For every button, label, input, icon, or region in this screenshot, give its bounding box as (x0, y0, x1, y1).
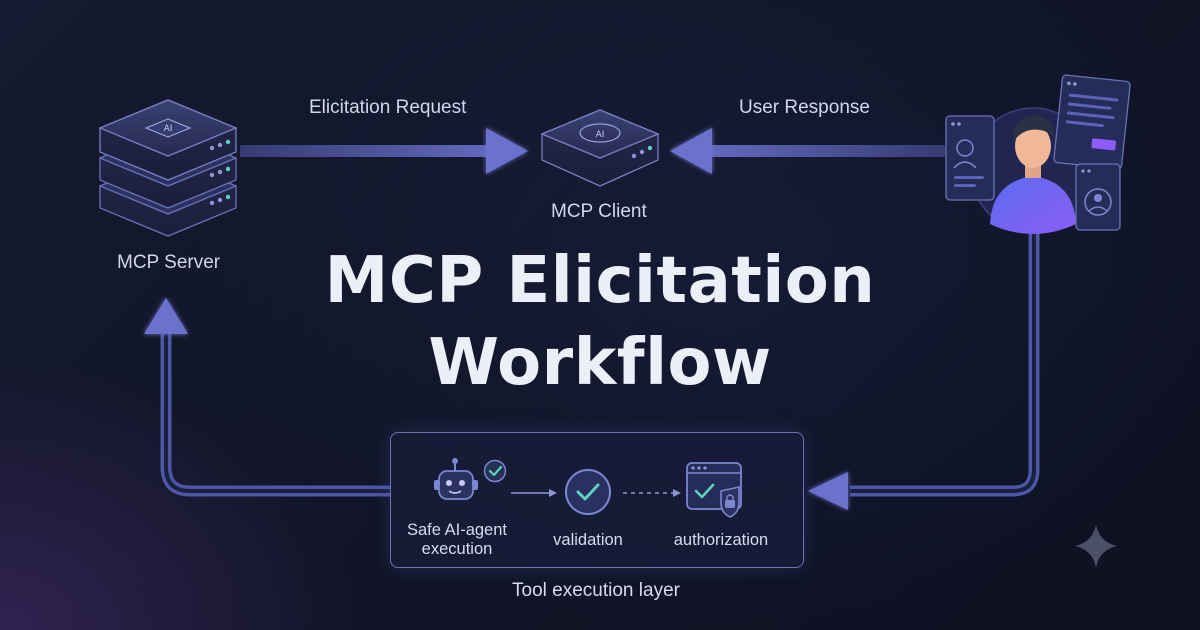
ai-client-device-icon: AI (540, 109, 660, 187)
safe-execution-label: Safe AI-agent execution (391, 521, 523, 559)
tool-execution-layer-label: Tool execution layer (512, 580, 680, 601)
validation-label: validation (553, 531, 623, 549)
check-circle-icon (565, 469, 611, 515)
elicitation-request-label: Elicitation Request (309, 97, 467, 118)
user-response-label: User Response (739, 97, 870, 118)
contact-panel-icon (1075, 163, 1121, 231)
safe-execution-label-line2: execution (421, 540, 493, 558)
title-line-2: Workflow (428, 326, 772, 400)
tool-execution-panel: Safe AI-agent execution validation autho… (390, 432, 804, 568)
title-line-1: MCP Elicitation (324, 244, 876, 318)
mcp-server-label: MCP Server (117, 252, 221, 273)
ai-server-stack-icon: AI (98, 99, 238, 237)
profile-panel-icon (945, 115, 995, 201)
elicitation-request-arrow (240, 128, 528, 174)
sparkle-icon (1075, 524, 1117, 568)
document-panel-icon (1053, 74, 1131, 170)
mcp-client-label: MCP Client (551, 201, 647, 222)
user-to-tool-arrow (808, 232, 1040, 510)
user-response-arrow (670, 128, 945, 174)
robot-check-icon (434, 458, 507, 500)
server-chip-text: AI (164, 124, 173, 134)
tool-steps-graphic (434, 458, 742, 518)
page-title: MCP Elicitation Workflow (300, 240, 900, 404)
safe-execution-label-line1: Safe AI-agent (407, 521, 507, 539)
tool-to-server-arrow (144, 298, 390, 497)
client-chip-text: AI (596, 130, 605, 140)
window-lock-icon (686, 462, 742, 518)
authorization-label: authorization (673, 531, 769, 549)
